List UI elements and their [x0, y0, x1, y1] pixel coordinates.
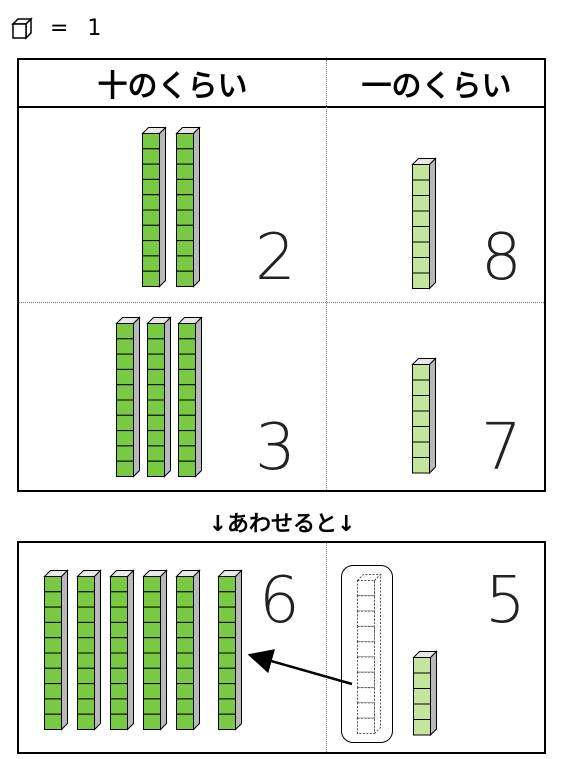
- row-divider: [19, 302, 544, 303]
- row1-ten-rod: [175, 126, 201, 288]
- row2-ten-rod: [177, 316, 203, 478]
- result-ten-rod: [175, 569, 201, 731]
- row2-ten-rod: [115, 316, 141, 478]
- column-divider: [326, 60, 327, 490]
- legend: = 1: [10, 8, 107, 48]
- header-ones: 一のくらい: [361, 69, 512, 104]
- combine-label: ↓あわせると↓: [208, 512, 356, 537]
- result-ten-rod: [109, 569, 135, 731]
- result-ten-rod: [142, 569, 168, 731]
- row2-ten-rod: [146, 316, 172, 478]
- row1-ones-digit: 8: [481, 221, 522, 295]
- row2-tens-digit: 3: [255, 411, 296, 485]
- legend-text: = 1: [50, 15, 108, 41]
- result-ten-rod: [43, 569, 69, 731]
- row1-ten-rod: [141, 126, 167, 288]
- result-ten-rod: [76, 569, 102, 731]
- unit-cube-icon: [11, 17, 33, 40]
- regrouped-ten-outline: [356, 573, 382, 735]
- row2-ones-digit: 7: [481, 411, 522, 485]
- row1-tens-digit: 2: [255, 221, 296, 295]
- result-ten-rod: [217, 569, 243, 731]
- result-ones-stack: [412, 649, 438, 736]
- place-value-table: 十のくらい 一のくらい 2 8 3 7: [17, 58, 546, 492]
- regroup-bracket: [341, 565, 393, 743]
- row1-ones-stack: [411, 157, 437, 290]
- result-column-divider: [326, 543, 327, 752]
- result-box: 6 5: [17, 541, 546, 754]
- row2-ones-stack: [411, 356, 437, 474]
- table-header: 十のくらい 一のくらい: [19, 60, 544, 108]
- result-ones-digit: 5: [485, 564, 526, 638]
- header-tens: 十のくらい: [97, 69, 248, 104]
- result-tens-digit: 6: [259, 564, 300, 638]
